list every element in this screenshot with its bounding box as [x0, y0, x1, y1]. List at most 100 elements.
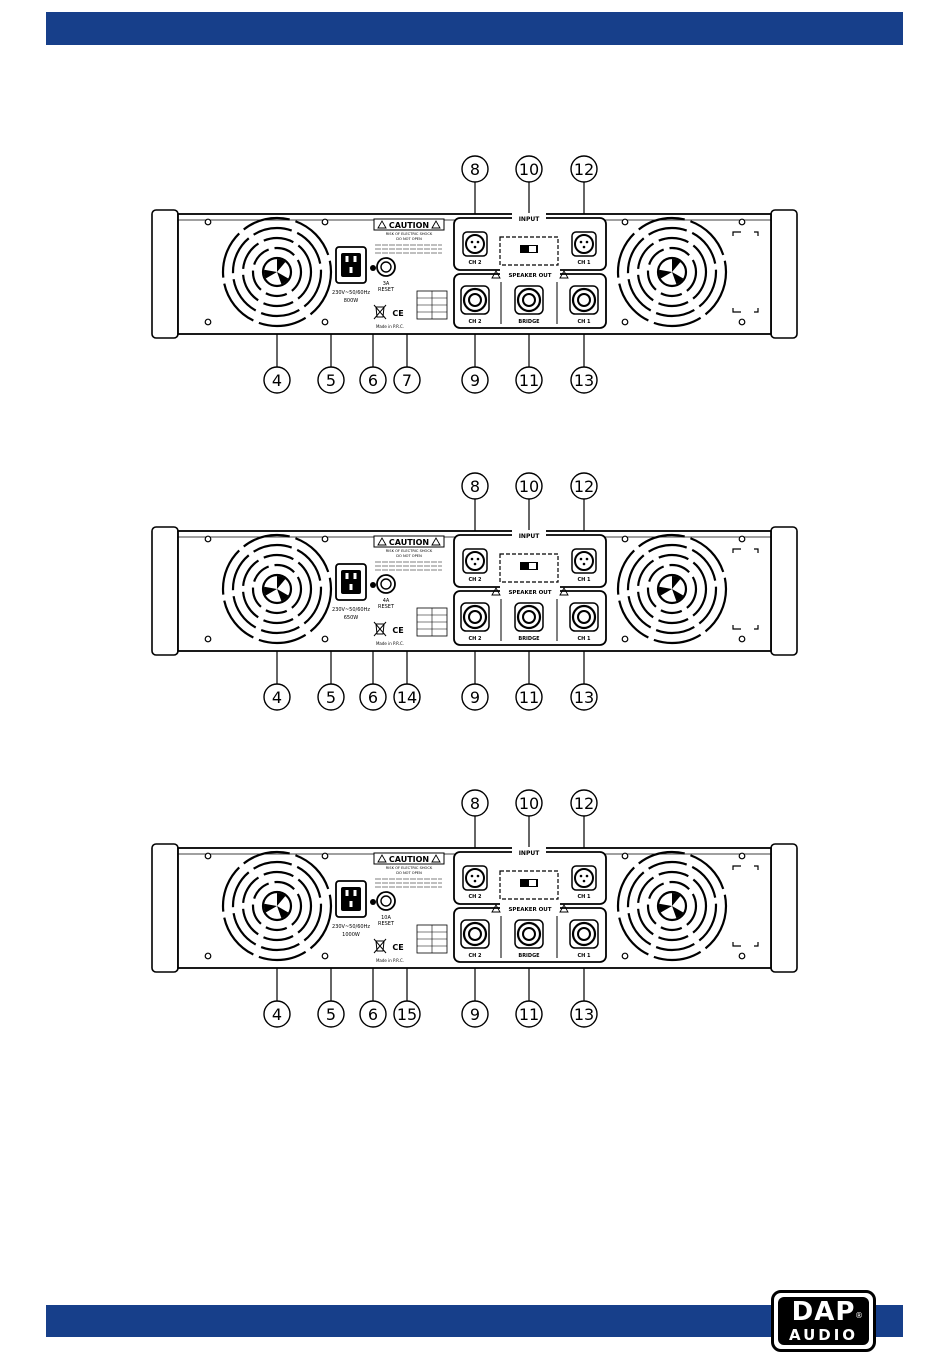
callout-top-circle — [570, 155, 598, 183]
fan-left-icon-blade — [277, 259, 286, 272]
screw-icon — [621, 852, 629, 860]
warning-triangle-icon — [431, 220, 441, 229]
speakon-out-ch1-icon — [569, 285, 599, 315]
xlr-input-ch1-icon-pin — [582, 879, 586, 883]
fan-left-icon-blade — [277, 576, 286, 589]
speaker-out-title-bg — [500, 586, 560, 595]
fan-left-icon-ring — [221, 216, 333, 328]
reset-label: RESET — [378, 921, 395, 927]
ground-terminal-icon — [370, 582, 376, 588]
callout-bottom-circle — [461, 366, 489, 394]
callout-top-number: 8 — [470, 794, 480, 813]
callout-bottom: 4 — [263, 683, 291, 711]
fan-left-icon-ring — [251, 880, 303, 932]
fan-right-icon-ring — [616, 216, 728, 328]
callout-bottom-circle — [359, 683, 387, 711]
callout-bottom-number: 11 — [519, 688, 539, 707]
xlr-input-ch1-icon-pin — [582, 562, 586, 566]
input-title-bg — [512, 213, 546, 222]
mode-switch-area — [499, 553, 559, 583]
screw-icon — [204, 318, 212, 326]
callout-bottom-circle — [359, 1000, 387, 1028]
callout-bottom: 15 — [393, 1000, 421, 1028]
rack-ear-left — [151, 209, 179, 339]
xlr-input-ch1-icon-pin — [585, 874, 589, 878]
callout-bottom-circle — [317, 1000, 345, 1028]
caution-box — [373, 218, 445, 231]
callout-top-number: 12 — [574, 160, 594, 179]
fan-right-icon-ring — [626, 543, 718, 635]
speakon-out-ch2-icon — [460, 919, 490, 949]
weee-icon — [373, 938, 387, 954]
callout-top: 12 — [570, 789, 598, 817]
callout-top-number: 8 — [470, 160, 480, 179]
callout-bottom-circle — [393, 366, 421, 394]
output-ch1-label: CH 1 — [577, 319, 591, 325]
speakon-out-ch2-icon-core — [468, 610, 482, 624]
fan-right-icon-ring — [636, 236, 708, 308]
callout-bottom-number: 9 — [470, 688, 480, 707]
input-ch1-label: CH 1 — [577, 894, 591, 900]
reset-label: RESET — [378, 287, 395, 293]
xlr-input-ch2-icon — [462, 548, 488, 574]
caution-line-1: RISK OF ELECTRIC SHOCK — [386, 232, 433, 236]
power-inlet-socket — [341, 253, 361, 277]
callout-bottom-number: 7 — [402, 371, 412, 390]
callout-bottom-circle — [515, 366, 543, 394]
fan-right-icon-ring — [656, 890, 688, 922]
fan-right-icon — [616, 533, 728, 645]
warning-triangle-icon — [559, 904, 569, 913]
fan-left-icon-blade — [277, 906, 289, 919]
xlr-input-ch2-icon — [462, 865, 488, 891]
power-inlet-pin — [345, 256, 349, 262]
fan-right-icon-ring — [656, 256, 688, 288]
fuse-rating-label: 10A — [381, 915, 391, 921]
callout-bottom-circle — [461, 683, 489, 711]
power-inlet-socket — [341, 887, 361, 911]
callout-bottom-number: 5 — [326, 688, 336, 707]
power-rating-label: 1000W — [342, 932, 360, 938]
output-bridge-label: BRIDGE — [518, 319, 540, 325]
speaker-out-title: SPEAKER OUT — [508, 907, 551, 913]
power-inlet-pin — [349, 584, 353, 590]
caution-line-2: DO NOT OPEN — [396, 554, 422, 558]
fan-right-icon-ring — [636, 553, 708, 625]
callout-top: 12 — [570, 472, 598, 500]
callout-bottom-number: 15 — [397, 1005, 417, 1024]
fan-left-icon-blade — [277, 589, 289, 602]
speakon-out-ch1-icon — [569, 919, 599, 949]
screw-icon — [738, 535, 746, 543]
callout-bottom-circle — [461, 1000, 489, 1028]
screw-icon — [738, 952, 746, 960]
screw-icon — [738, 852, 746, 860]
callout-top-number: 10 — [519, 794, 539, 813]
fan-left-icon-ring — [231, 860, 323, 952]
callout-bottom-number: 14 — [397, 688, 417, 707]
callout-bottom-number: 9 — [470, 1005, 480, 1024]
mode-switch-area — [499, 236, 559, 266]
speaker-out-title: SPEAKER OUT — [508, 273, 551, 279]
speakon-out-ch2-icon-core — [468, 927, 482, 941]
warning-triangle-icon — [559, 587, 569, 596]
warning-triangle-icon — [431, 854, 441, 863]
fan-right-icon-ring — [626, 860, 718, 952]
caution-title: CAUTION — [389, 855, 429, 864]
fan-left-icon-ring — [251, 563, 303, 615]
callout-bottom-circle — [317, 366, 345, 394]
fan-left-icon-blade — [264, 586, 277, 596]
fan-right-icon-ring — [626, 226, 718, 318]
callout-bottom: 4 — [263, 366, 291, 394]
callout-top-circle — [570, 472, 598, 500]
output-ch1-label: CH 1 — [577, 953, 591, 959]
xlr-input-ch1-icon-pin — [579, 874, 583, 878]
callout-bottom: 9 — [461, 1000, 489, 1028]
speakon-out-ch1-icon — [569, 602, 599, 632]
xlr-input-ch2-icon-ring — [465, 868, 485, 888]
ce-mark: CE — [392, 626, 403, 635]
voltage-label: 230V~50/60Hz — [332, 924, 370, 930]
caution-line-2: DO NOT OPEN — [396, 871, 422, 875]
rack-ear-left — [151, 843, 179, 973]
fan-right-icon-blade — [672, 272, 684, 285]
screw-icon — [321, 535, 329, 543]
fan-right-icon — [616, 850, 728, 962]
